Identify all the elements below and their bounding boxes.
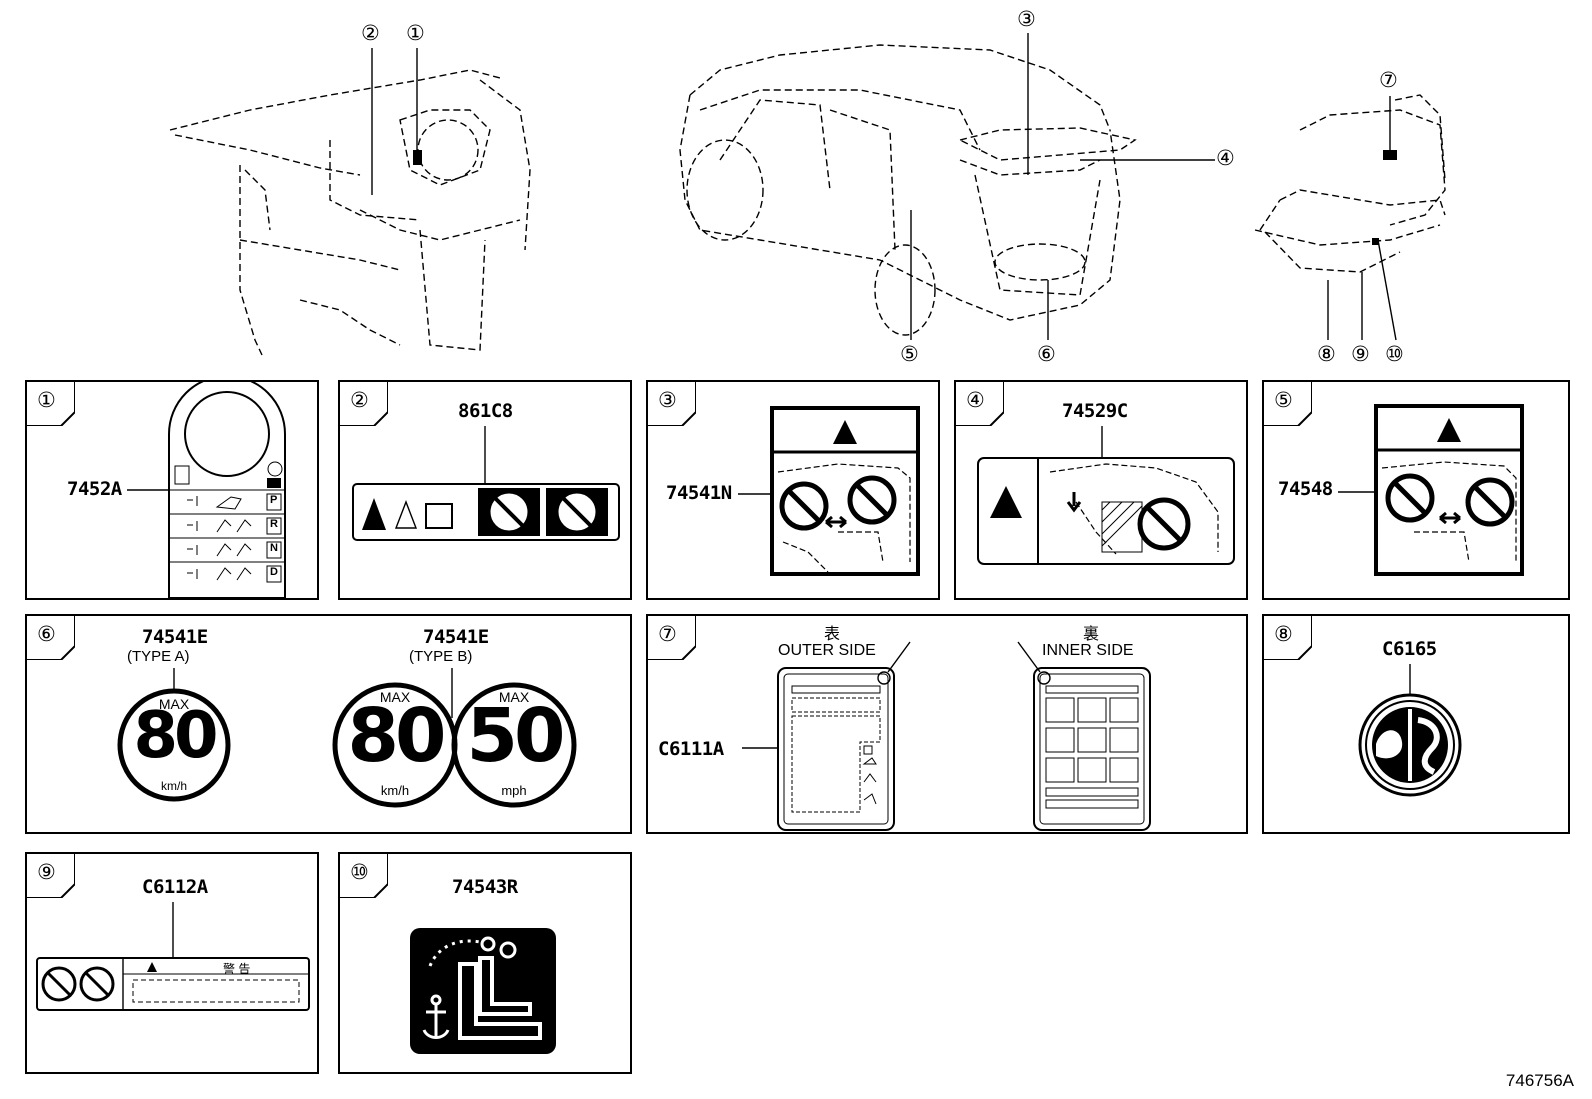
panel-tab bbox=[648, 382, 696, 426]
panel-number: ④ bbox=[966, 389, 985, 412]
panel-tab bbox=[27, 382, 75, 426]
panel-tab bbox=[956, 382, 1004, 426]
speed-label-80-kmh-type-b: MAX 80 km/h bbox=[347, 689, 447, 798]
panel-number: ⑨ bbox=[37, 861, 56, 884]
panel-tab bbox=[340, 854, 388, 898]
panel-7-seat-tag-label: ⑦ 表 OUTER SIDE 裏 INNER SIDE C6111A bbox=[646, 614, 1248, 834]
panel-number: ⑤ bbox=[1274, 389, 1293, 412]
type-a-label: (TYPE A) bbox=[127, 648, 190, 665]
part-code: 74548 bbox=[1278, 478, 1333, 500]
type-b-label: (TYPE B) bbox=[409, 648, 473, 665]
panel-tab bbox=[340, 382, 388, 426]
part-code-type-a: 74541E bbox=[142, 626, 208, 648]
panel-number: ③ bbox=[658, 389, 677, 412]
callout-5: ⑤ bbox=[900, 343, 919, 366]
callout-8: ⑧ bbox=[1317, 343, 1336, 366]
vehicle-overview-illustration bbox=[169, 33, 1446, 356]
gear-letter: P bbox=[270, 494, 278, 506]
panel-5-door-warning: ⑤ 74548 bbox=[1262, 380, 1570, 600]
warning-text-jp: 警 告 bbox=[223, 962, 251, 976]
callout-7: ⑦ bbox=[1379, 69, 1398, 92]
panel-tab bbox=[27, 854, 75, 898]
callout-2: ② bbox=[361, 22, 380, 45]
gear-letter: R bbox=[270, 518, 278, 530]
panel-1-shift-lever-label: ① 7452A P R N D bbox=[25, 380, 319, 600]
speed-label-rings bbox=[117, 668, 577, 808]
part-code-type-b: 74541E bbox=[423, 626, 489, 648]
seat-tag-drawing bbox=[742, 641, 1151, 831]
caution-strip-drawing bbox=[36, 902, 310, 1011]
part-code: 74529C bbox=[1062, 400, 1128, 422]
gear-letter: D bbox=[270, 566, 278, 578]
panel-number: ① bbox=[37, 389, 56, 412]
inner-side-label: INNER SIDE bbox=[1042, 642, 1134, 659]
panel-4-back-door-warning: ④ 74529C bbox=[954, 380, 1248, 600]
circular-emblem-drawing bbox=[1358, 664, 1462, 797]
part-code: 74543R bbox=[452, 876, 518, 898]
panel-tab bbox=[1264, 382, 1312, 426]
panel-6-speed-labels: ⑥ 74541E (TYPE A) 74541E (TYPE B) MAX 80… bbox=[25, 614, 632, 834]
panel-number: ⑧ bbox=[1274, 623, 1293, 646]
panel-number: ⑥ bbox=[37, 623, 56, 646]
part-code: C6112A bbox=[142, 876, 208, 898]
speed-label-80-kmh-type-a: MAX 80 km/h bbox=[133, 696, 218, 793]
panel-number: ⑩ bbox=[350, 861, 369, 884]
panel-2-warning-label: ② 861C8 bbox=[338, 380, 632, 600]
panel-number: ⑦ bbox=[658, 623, 677, 646]
part-code: 74541N bbox=[666, 482, 732, 504]
door-warning-drawing bbox=[1338, 404, 1524, 576]
warning-strip-drawing bbox=[352, 426, 620, 541]
callout-10: ⑩ bbox=[1385, 343, 1404, 366]
back-door-warning-drawing bbox=[977, 426, 1235, 565]
panel-10-child-seat-anchor-label: ⑩ 74543R bbox=[338, 852, 632, 1074]
part-code: 7452A bbox=[67, 478, 122, 500]
callout-1: ① bbox=[406, 22, 425, 45]
part-code: 861C8 bbox=[458, 400, 513, 422]
panel-tab bbox=[648, 616, 696, 660]
callout-3: ③ bbox=[1017, 8, 1036, 31]
panel-tab bbox=[1264, 616, 1312, 660]
child-seat-anchor-drawing bbox=[410, 928, 556, 1054]
callout-4: ④ bbox=[1216, 147, 1235, 170]
panel-9-caution-label: ⑨ C6112A 警 告 bbox=[25, 852, 319, 1074]
figure-id: 746756A bbox=[1505, 1071, 1574, 1090]
panel-tab bbox=[27, 616, 75, 660]
speed-label-50-mph-type-b: MAX 50 mph bbox=[466, 689, 566, 798]
outer-side-jp: 表 bbox=[824, 626, 841, 643]
door-warning-drawing bbox=[738, 406, 920, 576]
outer-side-label: OUTER SIDE bbox=[778, 642, 876, 659]
panel-8-emblem-label: ⑧ C6165 bbox=[1262, 614, 1570, 834]
panel-3-sliding-door-warning: ③ 74541N bbox=[646, 380, 940, 600]
callout-9: ⑨ bbox=[1351, 343, 1370, 366]
gear-letter: N bbox=[270, 542, 278, 554]
callout-6: ⑥ bbox=[1037, 343, 1056, 366]
shift-pattern-label-drawing bbox=[127, 382, 286, 599]
part-code: C6111A bbox=[658, 738, 724, 760]
part-code: C6165 bbox=[1382, 638, 1437, 660]
panel-number: ② bbox=[350, 389, 369, 412]
inner-side-jp: 裏 bbox=[1083, 626, 1100, 643]
